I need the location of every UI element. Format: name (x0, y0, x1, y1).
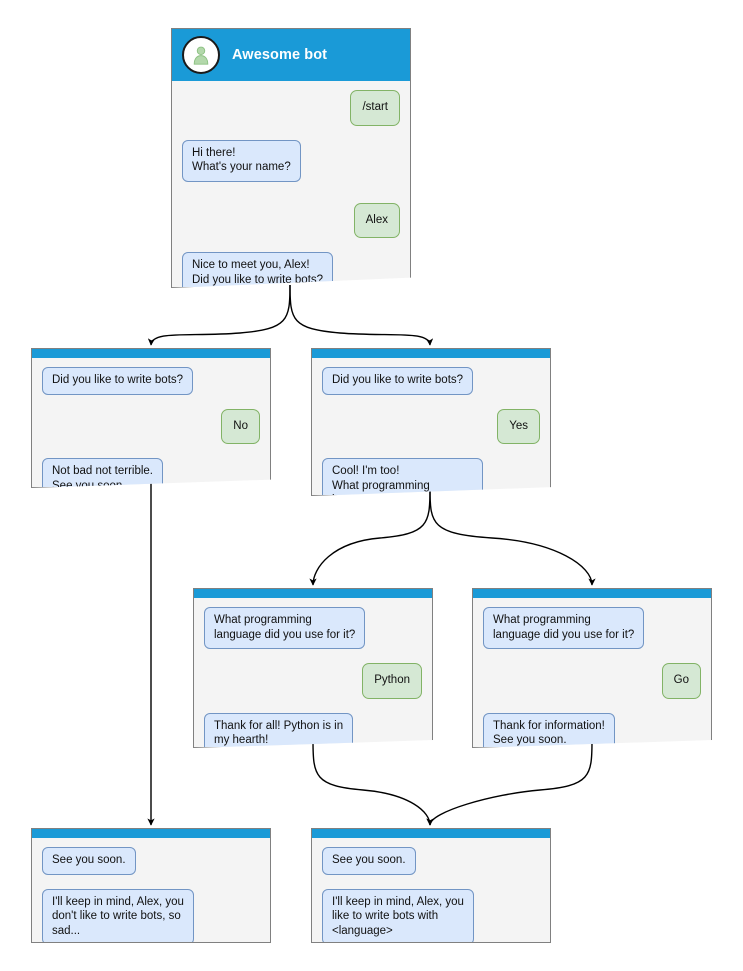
node-no-branch[interactable]: Did you like to write bots? No Not bad n… (31, 348, 271, 488)
message-row: No (42, 408, 260, 444)
bot-message-bubble: Thank for information! See you soon. (483, 712, 615, 747)
message-row: Thank for information! See you soon. (483, 712, 701, 747)
node-python-branch-conversation: What programming language did you use fo… (194, 598, 432, 747)
message-row: Not bad not terrible. See you soon. (42, 458, 260, 487)
message-row: I'll keep in mind, Alex, you like to wri… (322, 888, 540, 942)
message-row: Go (483, 663, 701, 699)
message-row: Yes (322, 408, 540, 444)
bot-message-bubble: Did you like to write bots? (322, 367, 474, 395)
bot-message-bubble: Not bad not terrible. See you soon. (42, 458, 164, 487)
node-start-title: Awesome bot (232, 47, 328, 63)
edge-yes-to-python (309, 488, 431, 586)
bot-message-bubble: Nice to meet you, Alex! Did you like to … (182, 252, 334, 287)
bot-message-bubble: See you soon. (42, 847, 136, 875)
node-end-sad-conversation: See you soon. I'll keep in mind, Alex, y… (32, 838, 270, 942)
node-go-branch-conversation: What programming language did you use fo… (473, 598, 711, 747)
bot-message-bubble: I'll keep in mind, Alex, you like to wri… (322, 888, 474, 942)
node-yes-branch-header (312, 349, 550, 358)
node-end-sad-header (32, 829, 270, 838)
message-row: Cool! I'm too! What programming language… (322, 458, 540, 495)
message-row: See you soon. (322, 847, 540, 875)
edge-start-to-yes (289, 284, 434, 346)
message-row: Alex (182, 202, 400, 238)
user-message-bubble: No (221, 408, 260, 444)
node-no-branch-conversation: Did you like to write bots? No Not bad n… (32, 358, 270, 487)
edge-start-to-no (147, 284, 291, 346)
node-go-branch-header (473, 589, 711, 598)
user-message-bubble: Go (661, 663, 701, 699)
user-message-bubble: Yes (497, 408, 540, 444)
node-start-header: Awesome bot (172, 29, 410, 81)
user-message-bubble: Python (362, 663, 422, 699)
node-yes-branch-conversation: Did you like to write bots? Yes Cool! I'… (312, 358, 550, 495)
node-go-branch[interactable]: What programming language did you use fo… (472, 588, 712, 748)
user-avatar-icon (182, 36, 220, 74)
edge-yes-to-go (429, 488, 596, 586)
bot-message-bubble: Did you like to write bots? (42, 367, 194, 395)
message-row: See you soon. (42, 847, 260, 875)
message-row: Python (204, 663, 422, 699)
message-row: What programming language did you use fo… (483, 607, 701, 649)
node-python-branch[interactable]: What programming language did you use fo… (193, 588, 433, 748)
edge-python-to-end-happy (312, 740, 434, 826)
message-row: Did you like to write bots? (42, 367, 260, 395)
node-end-happy[interactable]: See you soon. I'll keep in mind, Alex, y… (311, 828, 551, 943)
node-start-conversation: /start Hi there! What's your name? Alex … (172, 81, 410, 287)
bot-message-bubble: I'll keep in mind, Alex, you don't like … (42, 888, 194, 942)
message-row: Thank for all! Python is in my hearth! S… (204, 712, 422, 747)
bot-message-bubble: What programming language did you use fo… (483, 607, 645, 649)
node-start[interactable]: Awesome bot /start Hi there! What's your… (171, 28, 411, 288)
node-end-happy-header (312, 829, 550, 838)
node-end-sad[interactable]: See you soon. I'll keep in mind, Alex, y… (31, 828, 271, 943)
message-row: /start (182, 90, 400, 126)
node-no-branch-header (32, 349, 270, 358)
message-row: Hi there! What's your name? (182, 139, 400, 182)
message-row: What programming language did you use fo… (204, 607, 422, 649)
user-message-bubble: Alex (353, 202, 400, 238)
bot-message-bubble: Thank for all! Python is in my hearth! S… (204, 712, 354, 747)
node-python-branch-header (194, 589, 432, 598)
bot-message-bubble: See you soon. (322, 847, 416, 875)
edge-go-to-end-happy (426, 740, 593, 826)
bot-message-bubble: Hi there! What's your name? (182, 139, 301, 182)
node-yes-branch[interactable]: Did you like to write bots? Yes Cool! I'… (311, 348, 551, 496)
node-end-happy-conversation: See you soon. I'll keep in mind, Alex, y… (312, 838, 550, 942)
bot-message-bubble: Cool! I'm too! What programming language… (322, 458, 484, 495)
user-message-bubble: /start (350, 90, 400, 126)
message-row: Nice to meet you, Alex! Did you like to … (182, 252, 400, 287)
message-row: I'll keep in mind, Alex, you don't like … (42, 888, 260, 942)
bot-message-bubble: What programming language did you use fo… (204, 607, 366, 649)
message-row: Did you like to write bots? (322, 367, 540, 395)
